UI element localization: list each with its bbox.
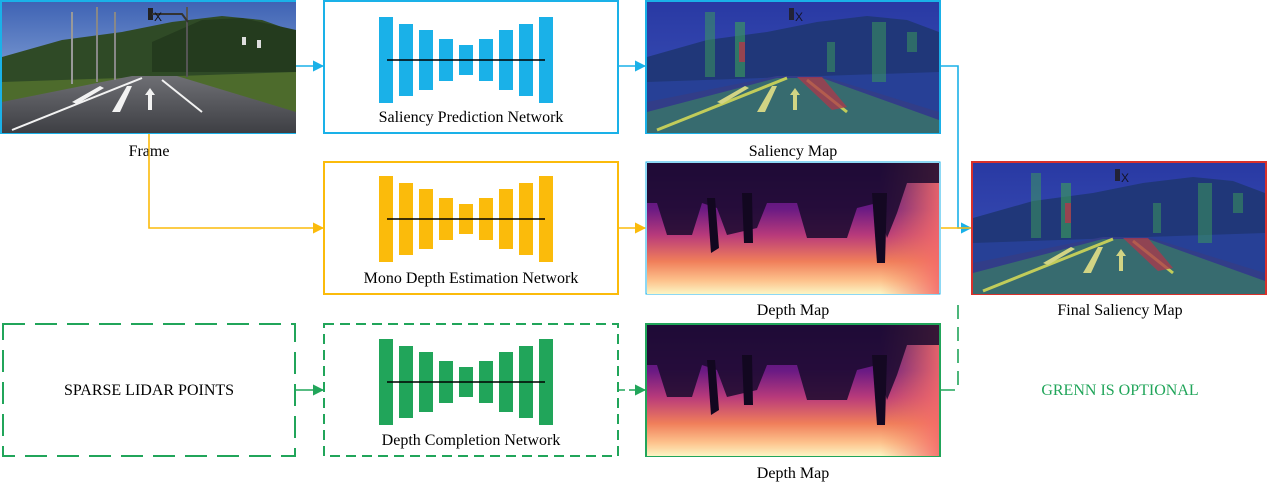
- depth-map-label-1: Depth Map: [757, 302, 829, 319]
- arrow-frame-to-mono-depth-net: [148, 134, 325, 234]
- saliency-map-label: Saliency Map: [749, 143, 837, 160]
- depth-completion-network-label: Depth Completion Network: [382, 432, 561, 449]
- optional-note: GRENN IS OPTIONAL: [1041, 382, 1198, 399]
- network-layer-block: [539, 17, 553, 103]
- depth-map-label-2: Depth Map: [757, 465, 829, 482]
- input-frame-image: [0, 0, 297, 134]
- connector-completion-depth-to-final: [941, 300, 959, 391]
- depth-map-image-1: [645, 161, 941, 295]
- saliency-network-label: Saliency Prediction Network: [379, 109, 564, 126]
- final-saliency-map-label: Final Saliency Map: [1057, 302, 1182, 319]
- network-layer-block: [379, 17, 393, 103]
- depth-completion-network-icon: [379, 339, 553, 425]
- sparse-lidar-label: SPARSE LIDAR POINTS: [64, 382, 234, 399]
- saliency-map-image: [645, 0, 941, 135]
- mono-depth-network-icon: [379, 176, 553, 262]
- network-layer-block: [539, 176, 553, 262]
- network-layer-block: [539, 339, 553, 425]
- sparse-lidar-points-box: SPARSE LIDAR POINTS: [2, 323, 296, 457]
- network-layer-block: [379, 339, 393, 425]
- saliency-prediction-network-box: Saliency Prediction Network: [323, 0, 619, 134]
- mono-depth-estimation-network-box: Mono Depth Estimation Network: [323, 161, 619, 295]
- arrow-saliency-map-to-final: [941, 65, 973, 234]
- depth-completion-network-box: Depth Completion Network: [323, 323, 619, 457]
- final-saliency-map-image: [971, 161, 1267, 296]
- mono-depth-network-label: Mono Depth Estimation Network: [364, 270, 579, 287]
- network-layer-block: [379, 176, 393, 262]
- saliency-network-icon: [379, 17, 553, 103]
- depth-map-image-2: [645, 323, 941, 457]
